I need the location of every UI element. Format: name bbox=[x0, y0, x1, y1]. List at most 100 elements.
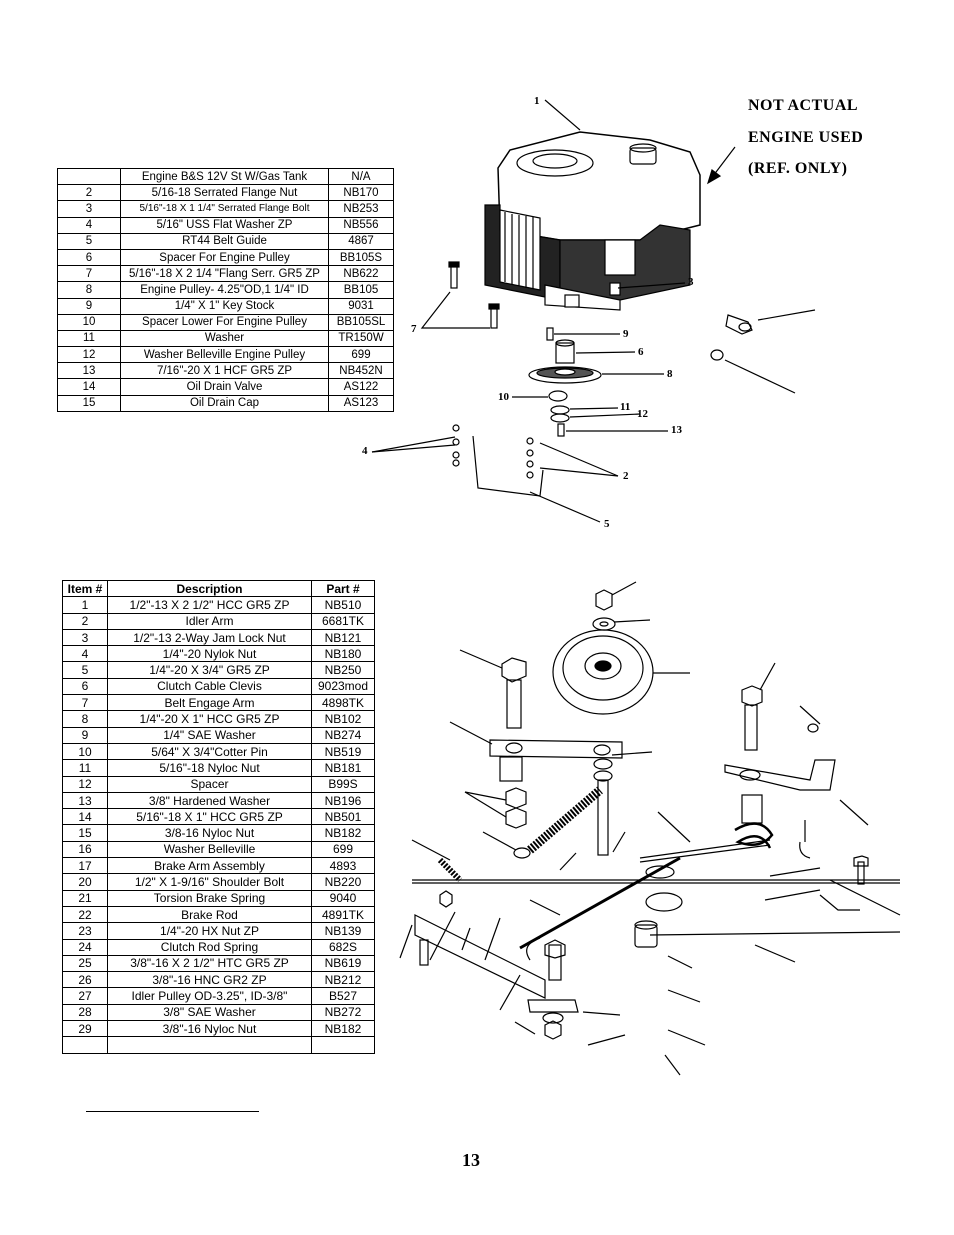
footnote-rule bbox=[86, 1111, 259, 1112]
cell-description: Spacer For Engine Pulley bbox=[120, 248, 329, 267]
page-number: 13 bbox=[462, 1150, 480, 1170]
note-arrowhead bbox=[706, 169, 722, 185]
cell-part: BB105 bbox=[328, 281, 394, 299]
cell-part: NB519 bbox=[311, 742, 375, 761]
callout-10: 10 bbox=[498, 391, 510, 403]
callout-3: 3 bbox=[688, 276, 694, 288]
cell-item: 12 bbox=[57, 346, 121, 364]
cell-item: 15 bbox=[57, 394, 121, 412]
cell-description: Washer Belleville bbox=[107, 840, 312, 859]
callout-6: 6 bbox=[638, 346, 644, 358]
cell-part: NB274 bbox=[311, 726, 375, 744]
cell-description: 5/16"-18 X 1" HCC GR5 ZP bbox=[107, 808, 312, 826]
cell-description: Spacer Lower For Engine Pulley bbox=[120, 313, 329, 331]
callout-2: 2 bbox=[623, 470, 629, 482]
cell-part: 699 bbox=[328, 346, 394, 364]
cell-description: 5/16" USS Flat Washer ZP bbox=[120, 216, 329, 234]
cell-part: NB182 bbox=[311, 824, 375, 842]
cell-part: 4898TK bbox=[311, 694, 375, 712]
cell-description: 1/2"-13 2-Way Jam Lock Nut bbox=[107, 628, 312, 647]
cell-part: TR150W bbox=[328, 329, 394, 348]
callout-13: 13 bbox=[671, 424, 683, 436]
callout-12: 12 bbox=[637, 408, 649, 420]
cell-description: Idler Pulley OD-3.25", ID-3/8" bbox=[107, 987, 312, 1005]
cell-part: NB272 bbox=[311, 1003, 375, 1022]
cell-part: 699 bbox=[311, 840, 375, 859]
cell-part: NB102 bbox=[311, 710, 375, 728]
engine-illustration bbox=[484, 99, 701, 311]
cell-description: Engine Pulley- 4.25"OD,1 1/4" ID bbox=[120, 281, 329, 299]
engine-note-line-1: NOT ACTUAL bbox=[748, 97, 859, 114]
cell-part: 4867 bbox=[328, 232, 394, 250]
cell-part: 9023mod bbox=[311, 677, 375, 696]
cell-item: 20 bbox=[62, 873, 108, 891]
flange-bolts bbox=[420, 261, 500, 329]
cell-description: 3/8" Hardened Washer bbox=[107, 791, 312, 810]
oil-drain-parts bbox=[710, 309, 816, 394]
cell-part: NB196 bbox=[311, 791, 375, 810]
cell-description: Torsion Brake Spring bbox=[107, 889, 312, 907]
cell-description: 1/4" X 1" Key Stock bbox=[120, 297, 329, 315]
callout-8: 8 bbox=[667, 368, 673, 380]
callout-1: 1 bbox=[534, 95, 540, 107]
cell-description: Spacer bbox=[107, 775, 312, 793]
engine-note-line-3: (REF. ONLY) bbox=[748, 160, 848, 177]
cell-part: B527 bbox=[311, 987, 375, 1005]
cell-part: 4891TK bbox=[311, 905, 375, 924]
cell-item: 29 bbox=[62, 1020, 108, 1038]
column-header-description: Description bbox=[107, 579, 312, 598]
cell-description: Washer Belleville Engine Pulley bbox=[120, 346, 329, 364]
cell-description: RT44 Belt Guide bbox=[120, 232, 329, 250]
cell-description: Brake Arm Assembly bbox=[107, 857, 312, 875]
cell-description: Oil Drain Cap bbox=[120, 394, 329, 412]
cell-description: 1/4" SAE Washer bbox=[107, 726, 312, 744]
cell-part: BB105S bbox=[328, 248, 394, 267]
clutch-brake-illustration bbox=[399, 581, 901, 1076]
cell-description: Brake Rod bbox=[107, 905, 312, 924]
callout-11: 11 bbox=[620, 401, 630, 413]
cell-part: NB220 bbox=[311, 873, 375, 891]
cell-part: 9040 bbox=[311, 889, 375, 907]
cell-item: 12 bbox=[62, 775, 108, 793]
cell-part: 4893 bbox=[311, 857, 375, 875]
cell-description: 3/8"-16 X 2 1/2" HTC GR5 ZP bbox=[107, 954, 312, 973]
cell-part: 682S bbox=[311, 938, 375, 956]
cell-description: Belt Engage Arm bbox=[107, 694, 312, 712]
cell-item: 26 bbox=[62, 971, 108, 989]
callout-4: 4 bbox=[362, 445, 368, 457]
cell-description: 3/8"-16 Nyloc Nut bbox=[107, 1020, 312, 1038]
cell-description: 1/2" X 1-9/16" Shoulder Bolt bbox=[107, 873, 312, 891]
cell-description: 3/8"-16 HNC GR2 ZP bbox=[107, 971, 312, 989]
engine-note-line-2: ENGINE USED bbox=[748, 129, 864, 146]
callout-9: 9 bbox=[623, 328, 629, 340]
callout-7: 7 bbox=[411, 323, 417, 335]
cell-part bbox=[311, 1036, 375, 1054]
